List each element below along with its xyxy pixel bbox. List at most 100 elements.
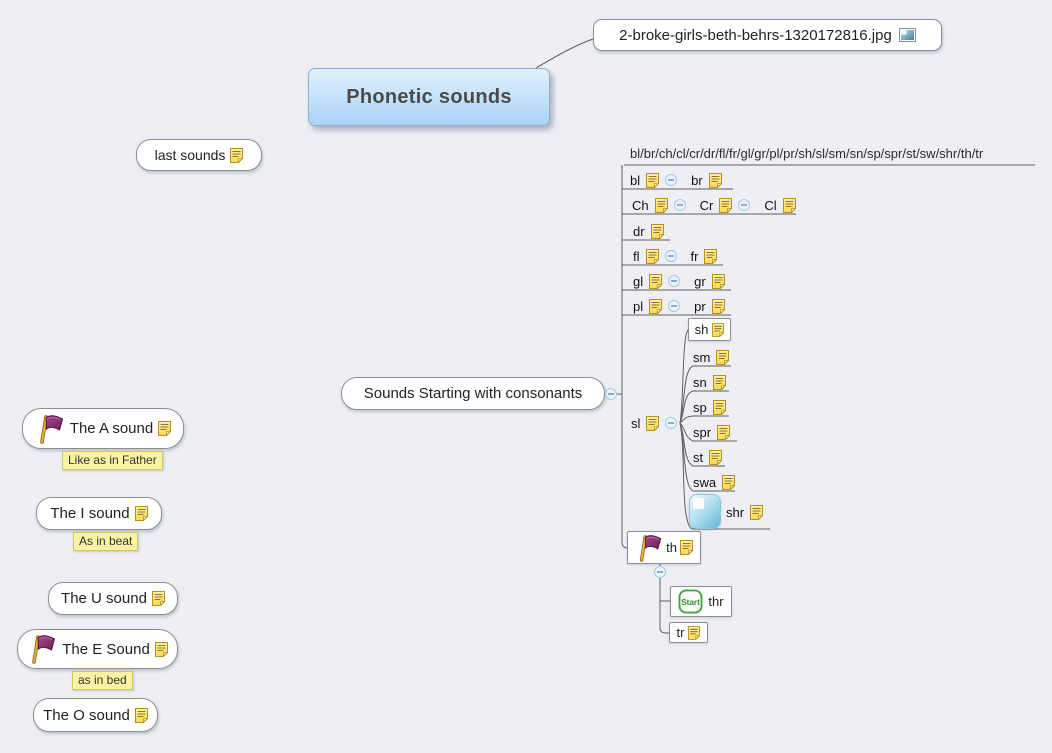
topic-spr-label[interactable]: spr <box>693 424 712 440</box>
collapse-minus-icon[interactable] <box>665 174 678 186</box>
topic-row-ch-cr-cl[interactable]: Ch Cr Cl <box>632 196 796 214</box>
note-icon[interactable] <box>649 299 662 314</box>
note-icon[interactable] <box>646 249 659 264</box>
central-topic[interactable]: Phonetic sounds <box>308 68 550 126</box>
topic-swa[interactable]: swa <box>693 473 735 491</box>
note-icon[interactable] <box>750 505 763 520</box>
topic-bl[interactable]: bl <box>630 172 641 188</box>
note-icon[interactable] <box>713 375 726 390</box>
note-icon[interactable] <box>651 224 664 239</box>
collapse-minus-icon[interactable] <box>668 275 681 287</box>
start-badge-label: Start <box>682 598 701 607</box>
purple-flag-icon <box>635 534 663 562</box>
topic-last-sounds[interactable]: last sounds <box>136 139 262 171</box>
note-icon[interactable] <box>646 173 659 188</box>
note-icon[interactable] <box>688 626 700 640</box>
topic-pr[interactable]: pr <box>694 298 706 314</box>
topic-br[interactable]: br <box>691 172 703 188</box>
note-icon[interactable] <box>783 198 796 213</box>
note-icon[interactable] <box>712 299 725 314</box>
topic-sm[interactable]: sm <box>693 348 729 366</box>
topic-row-fl-fr[interactable]: fl fr <box>633 247 717 265</box>
collapse-minus-icon[interactable] <box>668 300 681 312</box>
topic-label: The I sound <box>50 505 130 522</box>
topic-sn-label[interactable]: sn <box>693 374 707 390</box>
collapse-minus-icon[interactable] <box>673 199 686 211</box>
note-icon[interactable] <box>713 400 726 415</box>
topic-consonant-clusters-header[interactable]: bl/br/ch/cl/cr/dr/fl/fr/gl/gr/pl/pr/sh/s… <box>630 146 984 161</box>
topic-spr[interactable]: spr <box>693 423 730 441</box>
topic-swa-label[interactable]: swa <box>693 474 717 490</box>
topic-the-a-sound[interactable]: The A sound <box>22 408 184 449</box>
topic-the-u-sound[interactable]: The U sound <box>48 582 178 615</box>
note-icon[interactable] <box>135 506 148 521</box>
topic-sh-label: sh <box>694 322 709 337</box>
topic-sp-label[interactable]: sp <box>693 399 707 415</box>
note-icon[interactable] <box>716 350 729 365</box>
topic-cl[interactable]: Cl <box>764 197 777 213</box>
note-icon[interactable] <box>680 540 693 555</box>
topic-sh[interactable]: sh <box>688 318 731 341</box>
topic-th[interactable]: th <box>627 531 701 564</box>
note-icon[interactable] <box>649 274 662 289</box>
topic-st-label[interactable]: st <box>693 449 704 465</box>
topic-row-dr[interactable]: dr <box>633 222 664 240</box>
topic-label: Sounds Starting with consonants <box>363 385 583 402</box>
topic-the-o-sound[interactable]: The O sound <box>33 698 158 732</box>
topic-sm-label[interactable]: sm <box>693 349 711 365</box>
topic-label: The E Sound <box>62 640 150 658</box>
note-icon[interactable] <box>655 198 668 213</box>
topic-gr[interactable]: gr <box>694 273 706 289</box>
topic-dr[interactable]: dr <box>633 223 645 239</box>
topic-sl-label[interactable]: sl <box>631 415 641 431</box>
note-icon[interactable] <box>155 642 168 657</box>
topic-tr[interactable]: tr <box>669 622 708 643</box>
topic-pl[interactable]: pl <box>633 298 644 314</box>
note-icon[interactable] <box>646 416 659 431</box>
collapse-minus-icon[interactable] <box>654 566 666 578</box>
topic-row-pl-pr[interactable]: pl pr <box>633 297 725 315</box>
topic-sounds-starting-with-consonants[interactable]: Sounds Starting with consonants <box>341 377 605 410</box>
topic-the-e-sound[interactable]: The E Sound <box>17 629 178 669</box>
topic-label: last sounds <box>154 147 226 163</box>
topic-sn[interactable]: sn <box>693 373 726 391</box>
note-icon[interactable] <box>704 249 717 264</box>
topic-cr[interactable]: Cr <box>699 197 714 213</box>
note-icon[interactable] <box>722 475 735 490</box>
label-e-sound: as in bed <box>72 671 133 690</box>
topic-fr[interactable]: fr <box>690 248 699 264</box>
topic-shr[interactable]: shr <box>726 503 763 521</box>
note-icon[interactable] <box>712 274 725 289</box>
note-icon[interactable] <box>135 708 148 723</box>
note-icon[interactable] <box>717 425 730 440</box>
note-icon[interactable] <box>230 148 243 163</box>
note-icon[interactable] <box>719 198 732 213</box>
topic-st[interactable]: st <box>693 448 722 466</box>
note-icon[interactable] <box>712 323 724 337</box>
topic-thr[interactable]: Start thr <box>670 586 732 617</box>
attachment-filename: 2-broke-girls-beth-behrs-1320172816.jpg <box>619 26 892 44</box>
label-i-sound: As in beat <box>73 532 139 551</box>
topic-label: The U sound <box>61 590 147 607</box>
topic-label: The A sound <box>69 420 154 437</box>
topic-fl[interactable]: fl <box>633 248 640 264</box>
topic-sp[interactable]: sp <box>693 398 726 416</box>
blue-image-placeholder-icon[interactable] <box>689 494 721 529</box>
topic-ch[interactable]: Ch <box>632 197 649 213</box>
collapse-minus-icon[interactable] <box>605 388 617 400</box>
note-icon[interactable] <box>709 173 722 188</box>
collapse-minus-icon[interactable] <box>664 250 677 262</box>
topic-attachment[interactable]: 2-broke-girls-beth-behrs-1320172816.jpg <box>593 19 942 51</box>
collapse-minus-icon[interactable] <box>738 199 751 211</box>
topic-sl[interactable]: sl <box>631 414 678 432</box>
topic-the-i-sound[interactable]: The I sound <box>36 497 162 530</box>
note-icon[interactable] <box>152 591 165 606</box>
topic-shr-label[interactable]: shr <box>726 504 745 520</box>
collapse-minus-icon[interactable] <box>665 417 678 429</box>
topic-row-gl-gr[interactable]: gl gr <box>633 272 725 290</box>
topic-gl[interactable]: gl <box>633 273 644 289</box>
topic-row-bl-br[interactable]: bl br <box>630 171 722 189</box>
note-icon[interactable] <box>709 450 722 465</box>
note-icon[interactable] <box>158 421 171 436</box>
